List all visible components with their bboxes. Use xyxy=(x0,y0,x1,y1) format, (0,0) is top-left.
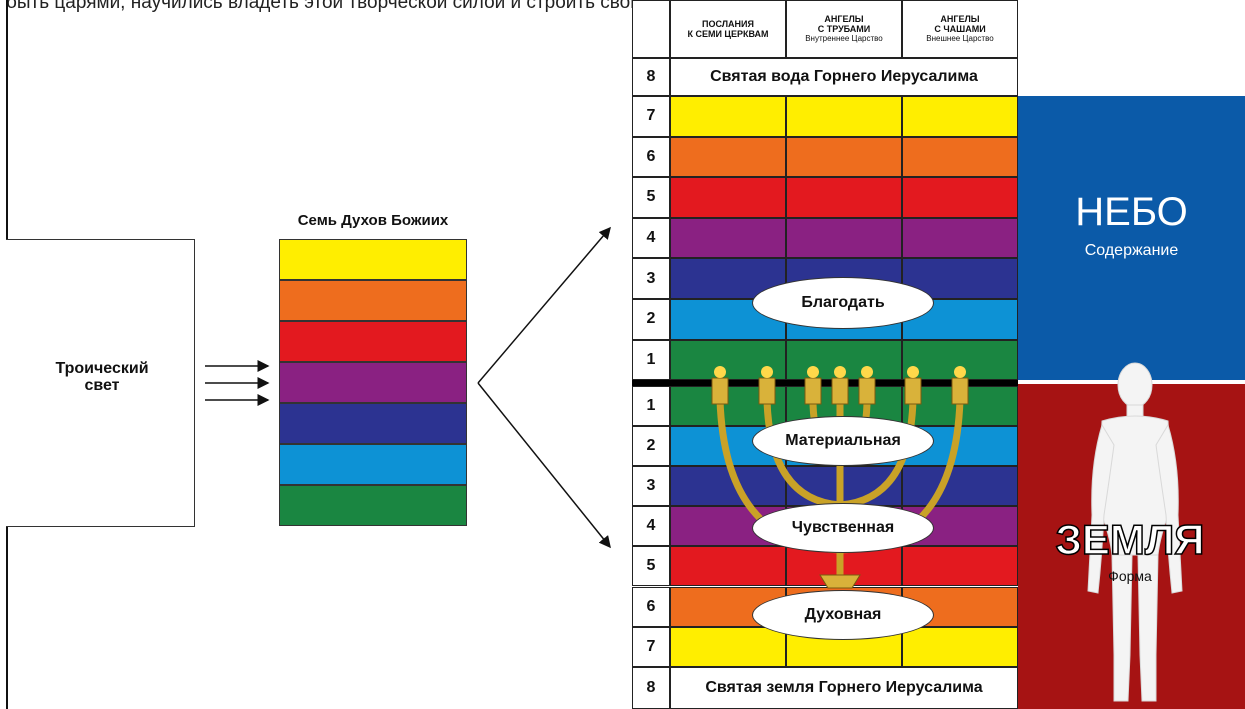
upper-row-2-num: 2 xyxy=(632,299,670,340)
upper-row-5-num: 5 xyxy=(632,177,670,218)
fan-arrow-up xyxy=(477,226,611,384)
lower-row-5-col-3 xyxy=(902,546,1018,587)
header-corner-cell xyxy=(632,0,670,58)
oval-grace: Благодать xyxy=(752,277,934,329)
oval-spiritual: Духовная xyxy=(752,590,934,640)
lower-row-5-col-1 xyxy=(670,546,786,587)
lower-row-7-col-1 xyxy=(670,626,786,667)
upper-row-6-col-3 xyxy=(902,136,1018,178)
spirit-stripe-3 xyxy=(279,321,467,362)
kingdom-table: ПОСЛАНИЯ К СЕМИ ЦЕРКВАМ АНГЕЛЫ С ТРУБАМИ… xyxy=(632,0,1018,709)
upper-row-4-col-3 xyxy=(902,217,1018,259)
fan-arrow-down xyxy=(477,382,611,549)
header-trumpets-title: АНГЕЛЫ С ТРУБАМИ xyxy=(817,14,871,34)
header-trumpets-sub: Внутреннее Царство xyxy=(805,34,883,43)
band-holy-earth: Святая земля Горнего Иерусалима xyxy=(670,667,1018,709)
spirit-stripe-6 xyxy=(279,444,467,485)
heaven-panel xyxy=(1018,96,1245,380)
lower-row-1-num: 1 xyxy=(632,386,670,427)
upper-row-7-num: 7 xyxy=(632,96,670,137)
lower-row-5-num: 5 xyxy=(632,546,670,587)
heaven-title: НЕБО xyxy=(1075,190,1188,234)
upper-row-3-num: 3 xyxy=(632,258,670,299)
lower-row-4-num: 4 xyxy=(632,506,670,547)
upper-row-7-col-2 xyxy=(786,96,902,137)
earth-title: ЗЕМЛЯ xyxy=(1055,515,1205,564)
lower-row-3-col-3 xyxy=(902,466,1018,507)
header-churches-title: ПОСЛАНИЯ К СЕМИ ЦЕРКВАМ xyxy=(687,19,769,39)
lower-row-3-num: 3 xyxy=(632,466,670,507)
heaven-subtitle: Содержание xyxy=(1084,242,1179,259)
upper-row-1-num: 1 xyxy=(632,339,670,381)
trinity-light-box xyxy=(6,239,195,527)
row-bottom-8-num: 8 xyxy=(632,667,670,709)
row-top-8-num: 8 xyxy=(632,58,670,96)
header-trumpets: АНГЕЛЫ С ТРУБАМИ Внутреннее Царство xyxy=(786,0,902,58)
header-bowls-sub: Внешнее Царство xyxy=(926,34,994,43)
lower-row-7-col-3 xyxy=(902,626,1018,667)
menorah-icon xyxy=(711,366,969,589)
band-holy-water: Святая вода Горнего Иерусалима xyxy=(670,58,1018,96)
upper-row-5-col-3 xyxy=(902,177,1018,218)
upper-row-4-col-1 xyxy=(670,217,786,259)
lower-row-2-num: 2 xyxy=(632,426,670,467)
header-bowls-title: АНГЕЛЫ С ЧАШАМИ xyxy=(934,14,986,34)
spirit-stripe-2 xyxy=(279,280,467,321)
heaven-earth-divider xyxy=(632,380,1018,386)
upper-row-5-col-2 xyxy=(786,177,902,218)
trinity-light-label: Троический свет xyxy=(55,360,149,394)
earth-subtitle: Форма xyxy=(1108,568,1152,584)
oval-material: Материальная xyxy=(752,416,934,466)
header-churches: ПОСЛАНИЯ К СЕМИ ЦЕРКВАМ xyxy=(670,0,786,58)
upper-row-5-col-1 xyxy=(670,177,786,218)
upper-row-4-num: 4 xyxy=(632,217,670,259)
spirit-stripe-5 xyxy=(279,403,467,444)
header-bowls: АНГЕЛЫ С ЧАШАМИ Внешнее Царство xyxy=(902,0,1018,58)
upper-row-6-col-1 xyxy=(670,136,786,178)
human-figure-icon xyxy=(1087,362,1183,702)
lower-row-6-num: 6 xyxy=(632,586,670,627)
upper-row-6-col-2 xyxy=(786,136,902,178)
caption-top: быть царями, научились владеть этой твор… xyxy=(6,0,768,13)
upper-row-7-col-3 xyxy=(902,96,1018,137)
lower-row-7-num: 7 xyxy=(632,626,670,667)
spirit-stripe-4 xyxy=(279,362,467,403)
seven-spirits-title: Семь Духов Божиих xyxy=(297,212,449,229)
upper-row-6-num: 6 xyxy=(632,136,670,178)
oval-sensual: Чувственная xyxy=(752,503,934,553)
spirit-stripe-7 xyxy=(279,485,467,526)
upper-row-7-col-1 xyxy=(670,96,786,137)
upper-row-4-col-2 xyxy=(786,217,902,259)
spirit-stripe-1 xyxy=(279,239,467,280)
